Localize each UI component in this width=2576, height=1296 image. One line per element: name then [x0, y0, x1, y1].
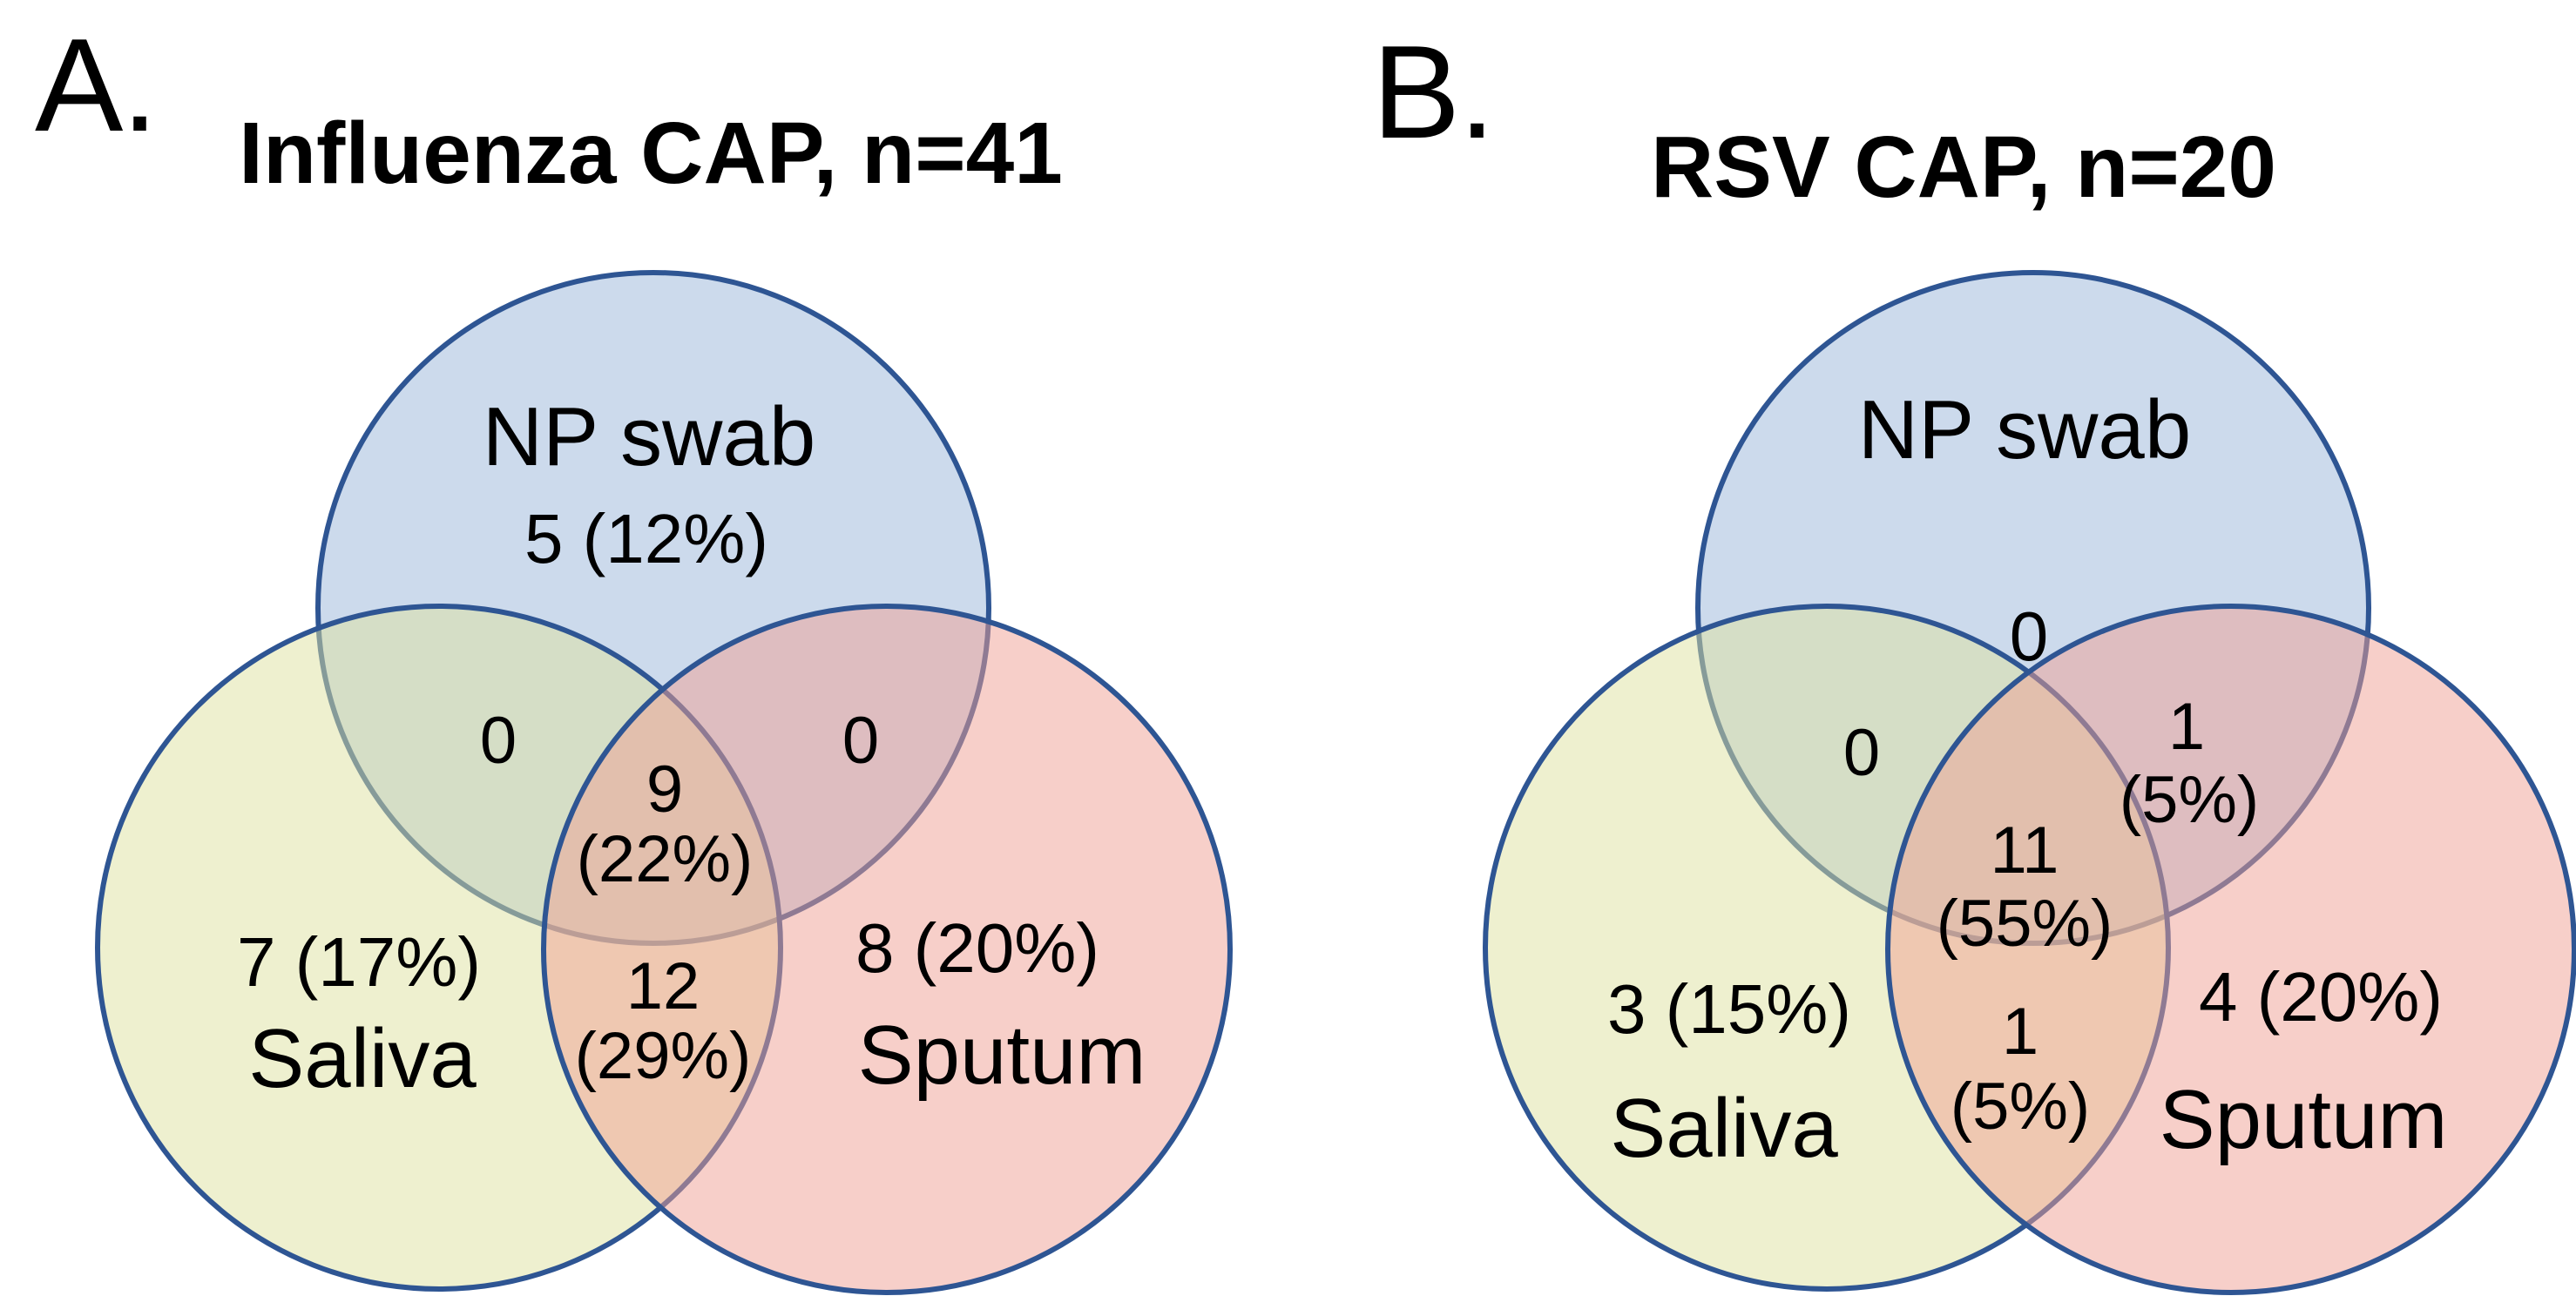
np-sputum-value: 0 — [842, 704, 879, 778]
np-sputum-count: 1 — [2168, 690, 2205, 764]
np-swab-label: NP swab — [483, 390, 815, 483]
np-swab-label: NP swab — [1858, 383, 2191, 476]
np-saliva-value: 0 — [1843, 716, 1880, 790]
saliva-sputum-pct: (29%) — [575, 1019, 752, 1093]
saliva-label: Saliva — [1610, 1082, 1838, 1175]
panel-b-title: RSV CAP, n=20 — [1651, 118, 2276, 216]
center-pct: (55%) — [1937, 887, 2113, 961]
panel-a-label: A. — [35, 11, 159, 159]
panel-a-title: Influenza CAP, n=41 — [239, 105, 1063, 202]
saliva-sputum-pct: (5%) — [1951, 1070, 2090, 1144]
np-swab-value: 5 (12%) — [524, 500, 768, 577]
np-saliva-value: 0 — [480, 704, 517, 778]
saliva-sputum-count: 12 — [626, 949, 700, 1023]
center-count: 11 — [1991, 813, 2059, 888]
saliva-sputum-count: 1 — [2002, 995, 2038, 1069]
panel-a-venn-diagram: NP swab 5 (12%) 0 0 9 (22%) 7 (17%) Sali… — [95, 270, 1233, 1295]
center-count: 9 — [646, 753, 683, 827]
sputum-label: Sputum — [2160, 1073, 2448, 1166]
saliva-label: Saliva — [248, 1012, 477, 1105]
sputum-label: Sputum — [858, 1009, 1146, 1102]
panel-b-label: B. — [1372, 18, 1496, 166]
np-swab-value: 0 — [2010, 597, 2049, 675]
sputum-circle — [1885, 604, 2576, 1295]
sputum-circle — [541, 604, 1233, 1295]
saliva-value: 3 (15%) — [1607, 970, 1851, 1048]
panel-b-venn-diagram: NP swab 0 0 1 (5%) 11 (55%) 3 (15%) Sali… — [1483, 270, 2576, 1295]
np-sputum-pct: (5%) — [2120, 763, 2259, 837]
panel-b: B. RSV CAP, n=20 NP swab 0 0 1 (5%) 11 (… — [1288, 0, 2576, 1296]
saliva-value: 7 (17%) — [237, 923, 481, 1001]
center-pct: (22%) — [577, 822, 754, 896]
sputum-value: 4 (20%) — [2199, 958, 2443, 1036]
panel-a: A. Influenza CAP, n=41 NP swab 5 (12%) 0… — [35, 11, 1233, 1295]
sputum-value: 8 (20%) — [855, 909, 1099, 987]
